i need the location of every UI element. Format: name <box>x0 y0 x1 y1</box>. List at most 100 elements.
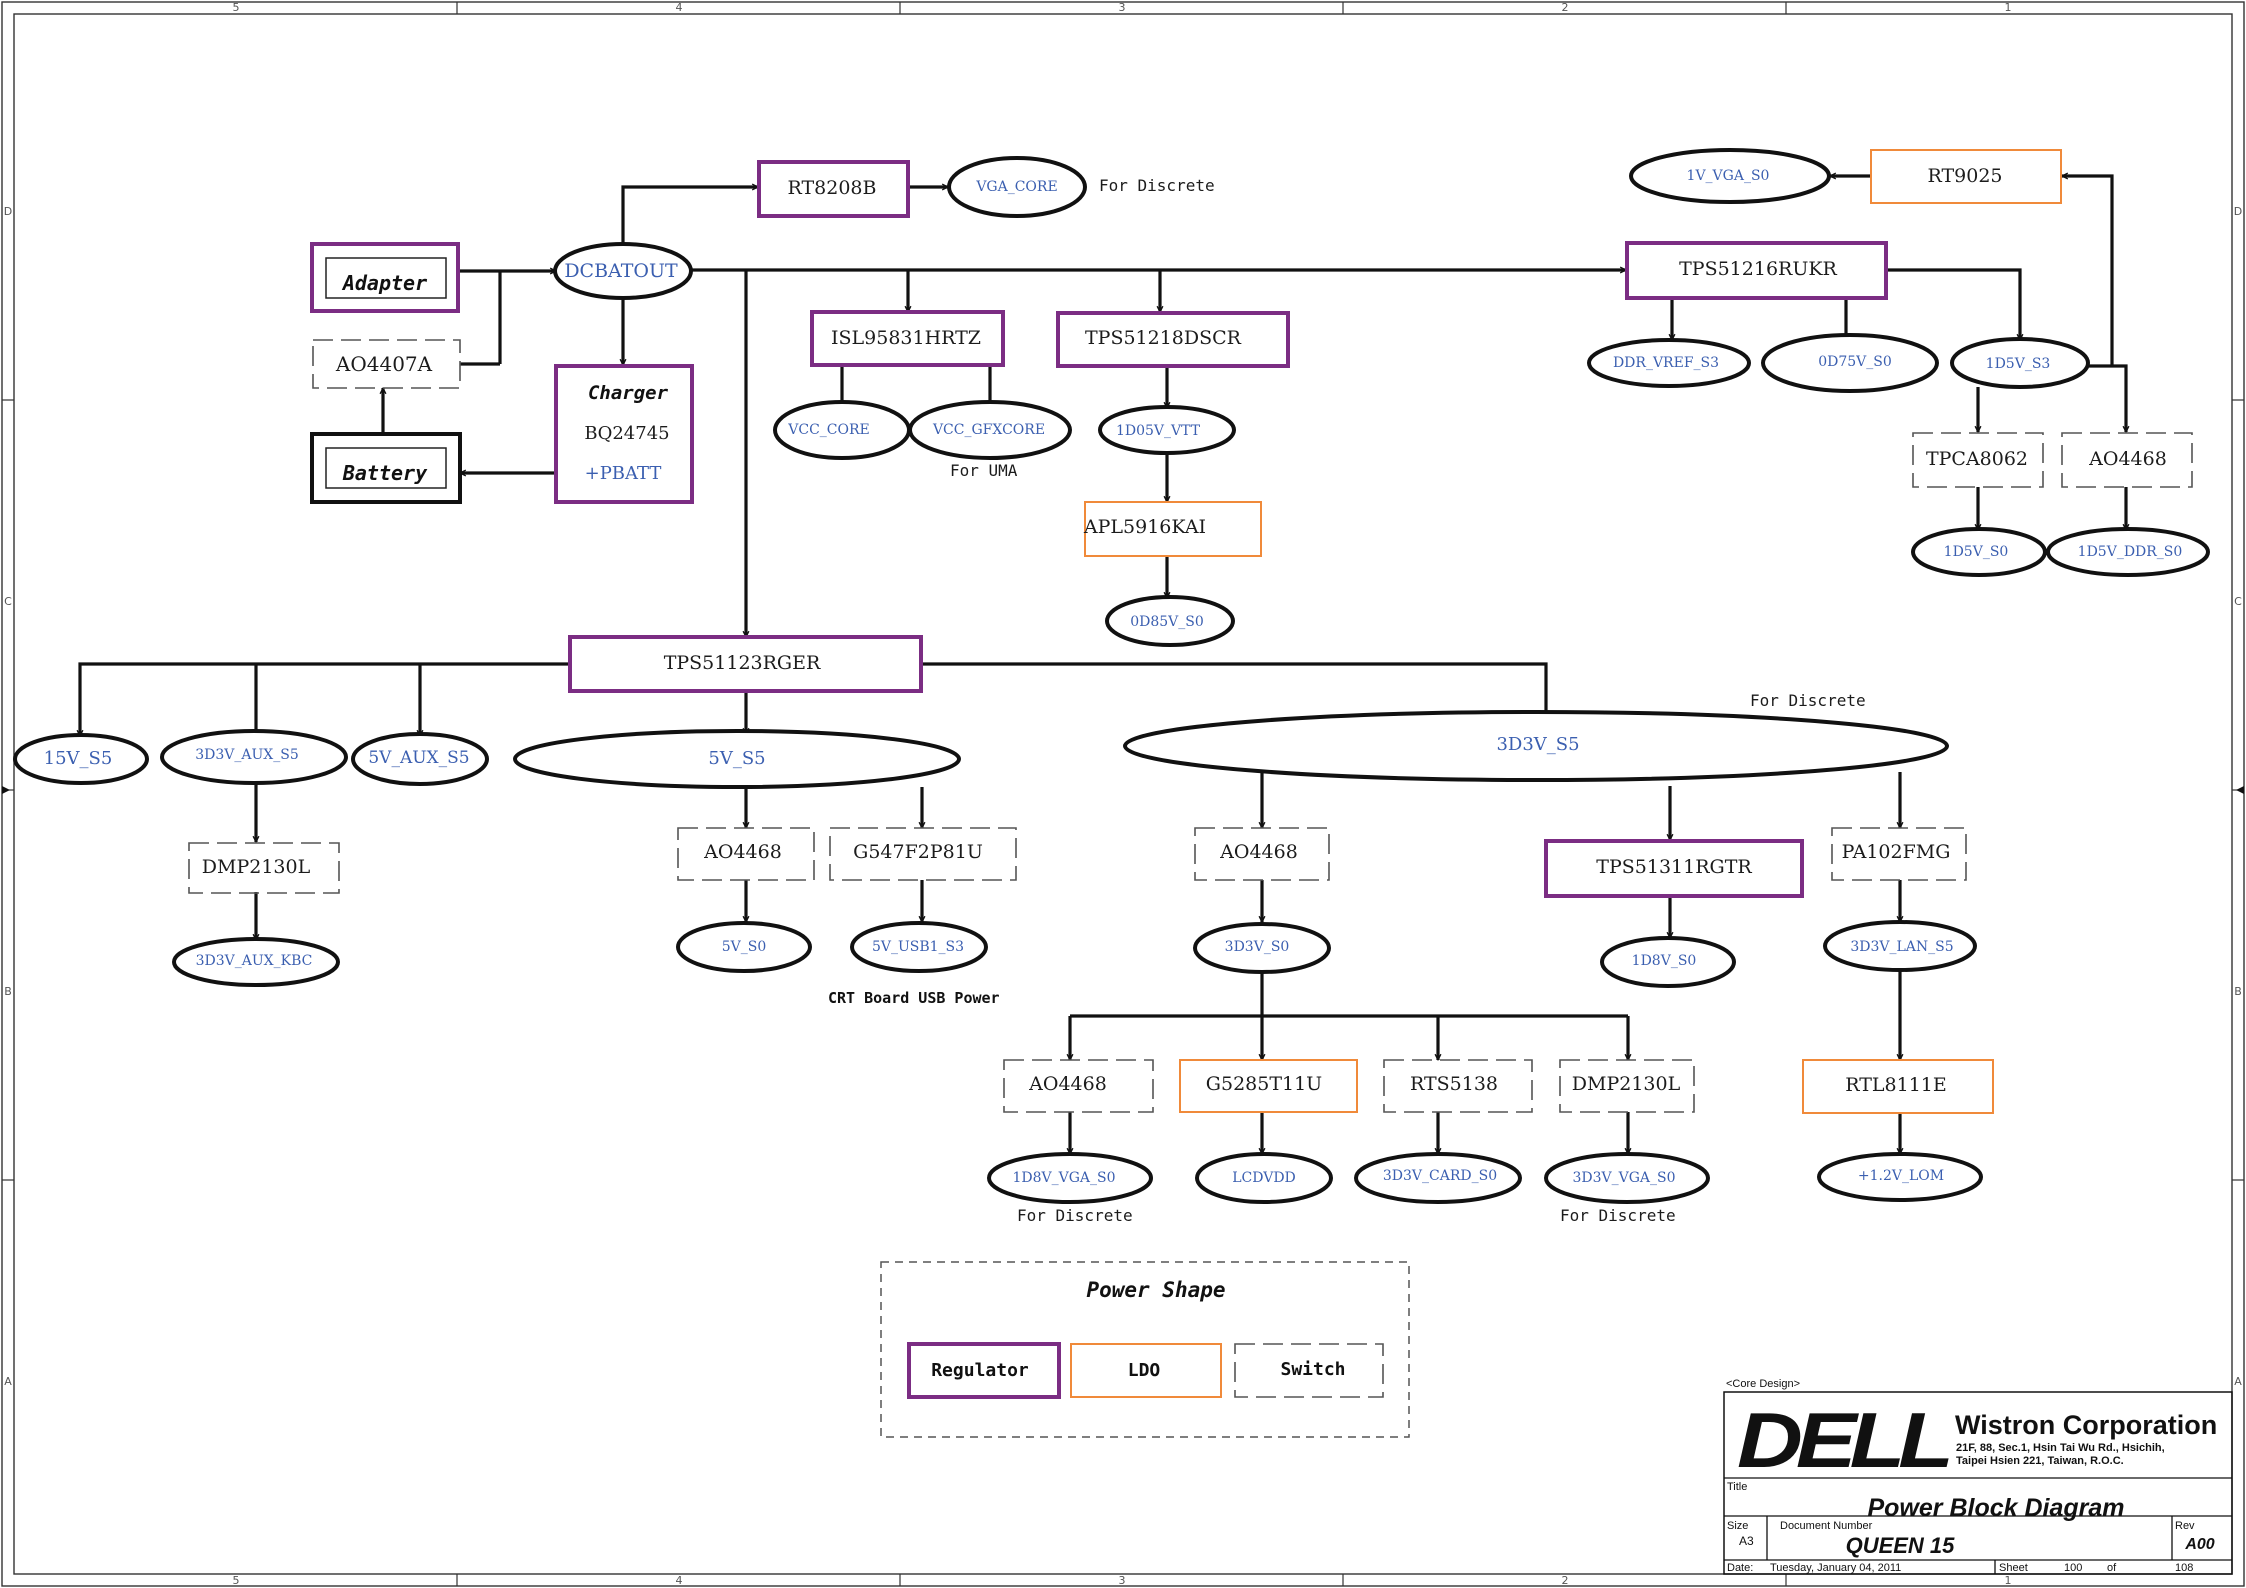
3d3v-lan-s5-label: 3D3V_LAN_S5 <box>1850 939 1953 955</box>
dcbatout-node: DCBATOUT <box>553 242 693 300</box>
apl5916-label: APL5916KAI <box>1083 516 1206 538</box>
of-label: of <box>2107 1562 2117 1574</box>
zone-col-5-bottom: 5 <box>233 1574 240 1587</box>
tps51218-label: TPS51218DSCR <box>1085 327 1242 349</box>
legend-title: Power Shape <box>1086 1278 1225 1302</box>
vga-core-label: VGA_CORE <box>975 179 1057 195</box>
3d3v-aux-s5-label: 3D3V_AUX_S5 <box>195 747 299 763</box>
15v-s5-label: 15V_S5 <box>44 748 113 769</box>
g547-label: G547F2P81U <box>853 841 983 863</box>
tps51218-regulator: TPS51218DSCR <box>1056 311 1290 368</box>
zone-col-2-bottom: 2 <box>1562 1574 1569 1587</box>
5v-s5-label: 5V_S5 <box>708 748 765 769</box>
rtl8111e-ldo: RTL8111E <box>1802 1059 1994 1114</box>
pa102-label: PA102FMG <box>1842 841 1951 863</box>
3d3v-aux-kbc-rail: 3D3V_AUX_KBC <box>172 937 340 987</box>
3d3v-s0-rail: 3D3V_S0 <box>1193 922 1331 974</box>
1d5v-ddr-s0-label: 1D5V_DDR_S0 <box>2078 544 2183 560</box>
rts5138-label: RTS5138 <box>1410 1073 1498 1095</box>
zone-row-a-right: A <box>2234 1375 2242 1388</box>
zone-col-4: 4 <box>676 1 683 14</box>
1d5v-s3-label: 1D5V_S3 <box>1986 356 2051 372</box>
dcbatout-label: DCBATOUT <box>564 260 678 282</box>
1d8v-s0-rail: 1D8V_S0 <box>1600 936 1736 988</box>
3d3v-aux-s5-rail: 3D3V_AUX_S5 <box>160 729 348 785</box>
zone-col-5: 5 <box>233 1 240 14</box>
note-for-discrete-3d3v: For Discrete <box>1750 691 1866 710</box>
apl5916-ldo: APL5916KAI <box>1083 501 1262 557</box>
tps51311-label: TPS51311RGTR <box>1596 856 1752 878</box>
battery-label: Battery <box>342 461 428 485</box>
5v-aux-s5-rail: 5V_AUX_S5 <box>351 732 489 786</box>
15v-s5-rail: 15V_S5 <box>13 733 149 785</box>
ddr-vref-s3-rail: DDR_VREF_S3 <box>1587 338 1751 388</box>
company-address-2: Taipei Hsien 221, Taiwan, R.O.C. <box>1956 1455 2124 1467</box>
3d3v-s0-label: 3D3V_S0 <box>1225 939 1290 955</box>
dmp2130l-aux-switch: DMP2130L <box>188 842 340 894</box>
vcc-gfxcore-rail: VCC_GFXCORE <box>908 400 1072 460</box>
vcc-core-label: VCC_CORE <box>787 422 869 438</box>
1d5v-ddr-s0-rail: 1D5V_DDR_S0 <box>2046 527 2210 577</box>
5v-s5-rail: 5V_S5 <box>513 729 961 789</box>
3d3v-aux-kbc-label: 3D3V_AUX_KBC <box>196 953 313 969</box>
tpca8062-switch: TPCA8062 <box>1912 432 2044 488</box>
zone-row-a: A <box>4 1375 12 1388</box>
1v-vga-s0-rail: 1V_VGA_S0 <box>1629 148 1831 204</box>
document-number-label: Document Number <box>1780 1520 1873 1532</box>
ao4407a-switch: AO4407A <box>312 339 461 389</box>
0d85v-s0-label: 0D85V_S0 <box>1130 614 1204 630</box>
adapter-label: Adapter <box>341 271 427 295</box>
1v2-lom-rail: +1.2V_LOM <box>1817 1152 1983 1202</box>
3d3v-card-s0-label: 3D3V_CARD_S0 <box>1383 1168 1497 1184</box>
zone-col-3: 3 <box>1119 1 1126 14</box>
g5285-label: G5285T11U <box>1206 1073 1322 1095</box>
charger-output: +PBATT <box>585 463 662 484</box>
lcdvdd-label: LCDVDD <box>1232 1170 1296 1186</box>
rtl8111e-label: RTL8111E <box>1845 1074 1947 1096</box>
dell-logo-text: DELL <box>1737 1396 1950 1484</box>
rt8208b-label: RT8208B <box>788 177 877 199</box>
company-name: Wistron Corporation <box>1955 1410 2217 1440</box>
tps51311-regulator: TPS51311RGTR <box>1544 839 1804 898</box>
ao4407a-label: AO4407A <box>335 352 433 376</box>
3d3v-s5-rail: 3D3V_S5 <box>1123 710 1949 782</box>
0d75v-s0-label: 0D75V_S0 <box>1818 354 1892 370</box>
zone-col-3-bottom: 3 <box>1119 1574 1126 1587</box>
title-block: <Core Design> DELL Wistron Corporation 2… <box>1723 1378 2233 1575</box>
sheet-number: 100 <box>2064 1562 2082 1574</box>
5v-s0-label: 5V_S0 <box>722 939 767 955</box>
title-label: Title <box>1727 1481 1747 1493</box>
dmp2130l-aux-label: DMP2130L <box>202 856 311 878</box>
lcdvdd-rail: LCDVDD <box>1195 1152 1333 1204</box>
vcc-gfxcore-label: VCC_GFXCORE <box>932 422 1045 438</box>
5v-usb1-s3-label: 5V_USB1_S3 <box>872 939 964 955</box>
rev-value: A00 <box>2184 1536 2214 1553</box>
document-number: QUEEN 15 <box>1846 1533 1956 1558</box>
dell-logo: DELL <box>1737 1396 1956 1484</box>
3d3v-card-s0-rail: 3D3V_CARD_S0 <box>1354 1152 1522 1204</box>
zone-col-1: 1 <box>2005 1 2012 14</box>
note-for-discrete-1d8v-vga: For Discrete <box>1017 1206 1133 1225</box>
battery-block: Battery <box>310 432 462 504</box>
dmp2130l-vga-label: DMP2130L <box>1572 1073 1681 1095</box>
ao4468-vga-label: AO4468 <box>1028 1073 1107 1095</box>
note-for-uma: For UMA <box>950 461 1018 480</box>
tps51216-label: TPS51216RUKR <box>1679 258 1837 280</box>
0d75v-s0-rail: 0D75V_S0 <box>1761 333 1939 393</box>
legend-switch: Switch <box>1280 1359 1345 1380</box>
charger-block: Charger BQ24745 +PBATT <box>554 364 694 504</box>
charger-title: Charger <box>588 382 669 404</box>
rt8208b-regulator: RT8208B <box>757 160 910 218</box>
1d5v-s0-rail: 1D5V_S0 <box>1911 527 2047 577</box>
0d85v-s0-rail: 0D85V_S0 <box>1105 595 1235 647</box>
core-design-label: <Core Design> <box>1726 1378 1800 1390</box>
5v-s0-rail: 5V_S0 <box>676 921 812 973</box>
size-label: Size <box>1727 1520 1748 1532</box>
1v2-lom-label: +1.2V_LOM <box>1858 1168 1944 1184</box>
isl95831-regulator: ISL95831HRTZ <box>810 310 1005 367</box>
zone-row-c: C <box>4 595 12 608</box>
3d3v-vga-s0-rail: 3D3V_VGA_S0 <box>1544 1152 1710 1204</box>
ao4468-5v-label: AO4468 <box>703 841 782 863</box>
